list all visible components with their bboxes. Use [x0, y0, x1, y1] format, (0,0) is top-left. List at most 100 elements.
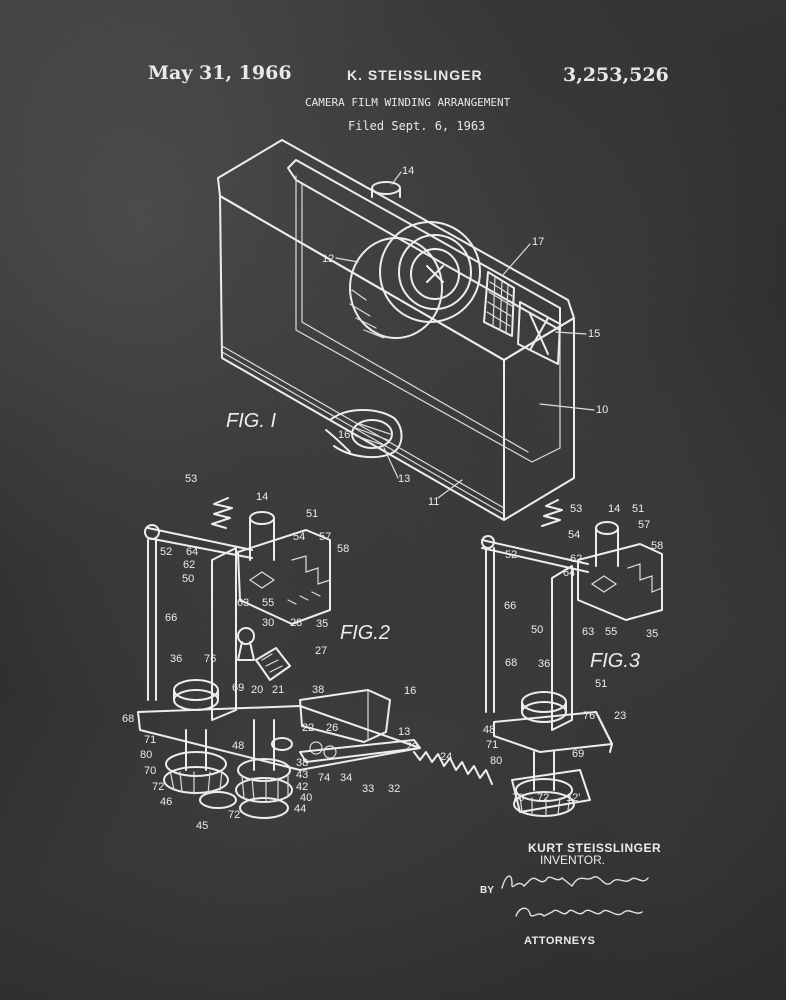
fig2-ref-28: 28 [290, 617, 302, 629]
patent-title: CAMERA FILM WINDING ARRANGEMENT [305, 96, 511, 109]
fig1-ref-10: 10 [596, 404, 608, 416]
attorneys-label: ATTORNEYS [524, 935, 595, 947]
signature-block: KURT STEISSLINGER INVENTOR. BY ATTORNEYS [480, 841, 661, 947]
fig2-ref-46: 46 [160, 796, 172, 808]
fig3-ref-80: 80 [490, 755, 502, 767]
filed-date: Filed Sept. 6, 1963 [348, 119, 486, 133]
fig1-ref-13: 13 [398, 473, 410, 485]
fig2-ref-32: 32 [388, 783, 400, 795]
inventor-header: K. STEISSLINGER [347, 67, 483, 83]
fig2-ref-26: 26 [326, 722, 338, 734]
inventor-label: INVENTOR. [540, 853, 605, 867]
fig2-ref-24: 24 [440, 751, 452, 763]
fig1-ref-14: 14 [402, 165, 414, 177]
fig3-ref-62: 62 [570, 553, 582, 565]
fig2-ref-66: 66 [165, 612, 177, 624]
fig2-ref-27: 27 [315, 645, 327, 657]
fig2-ref-51: 51 [306, 508, 318, 520]
fig3-ref-68: 68 [505, 657, 517, 669]
by-label: BY [480, 885, 494, 896]
fig2-ref-38: 38 [312, 684, 324, 696]
fig2-ref-36: 36 [170, 653, 182, 665]
fig2-ref-50: 50 [182, 573, 194, 585]
inventor-name: KURT STEISSLINGER [528, 841, 661, 855]
fig3-ref-48: 48 [483, 724, 495, 736]
fig2-ref-38b: 38 [296, 757, 308, 769]
fig1-label: FIG. I [226, 410, 276, 432]
fig3-ref-51b: 51 [595, 678, 607, 690]
fig2-ref-70: 70 [144, 765, 156, 777]
fig3-ref-55: 55 [605, 626, 617, 638]
fig3-ref-52: 52 [505, 549, 517, 561]
fig3-ref-14: 14 [608, 503, 620, 515]
fig2-ref-58: 58 [337, 543, 349, 555]
fig2-ref-69: 69 [232, 682, 244, 694]
fig2-ref-33: 33 [362, 783, 374, 795]
fig2-ref-74: 74 [318, 772, 330, 784]
signature-1 [501, 875, 649, 889]
fig2-ref-13: 13 [398, 726, 410, 738]
fig3-mechanism: FIG.3 53 14 51 57 52 54 62 64 58 66 50 6… [481, 499, 663, 817]
fig1-camera: FIG. I 14 12 17 15 10 16 13 11 [217, 139, 608, 521]
fig3-ref-58: 58 [651, 540, 663, 552]
fig3-ref-12p: 12' [566, 792, 580, 804]
fig2-ref-30: 30 [262, 617, 274, 629]
fig2-ref-76: 76 [204, 653, 216, 665]
signature-2 [515, 907, 643, 917]
patent-number: 3,253,526 [563, 64, 669, 86]
fig2-ref-48: 48 [232, 740, 244, 752]
fig2-ref-62: 62 [183, 559, 195, 571]
fig3-ref-36: 36 [538, 658, 550, 670]
fig1-ref-16: 16 [338, 429, 350, 441]
fig3-ref-23: 23 [614, 710, 626, 722]
fig2-ref-23: 23 [406, 741, 418, 753]
fig2-ref-14: 14 [256, 491, 268, 503]
fig3-ref-35: 35 [646, 628, 658, 640]
fig2-ref-68: 68 [122, 713, 134, 725]
fig2-ref-57: 57 [319, 531, 331, 543]
fig2-label: FIG.2 [340, 622, 390, 644]
fig1-ref-12: 12 [322, 253, 334, 265]
fig3-ref-69: 69 [572, 748, 584, 760]
fig2-ref-72: 72 [152, 781, 164, 793]
fig1-ref-15: 15 [588, 328, 600, 340]
fig2-ref-16: 16 [404, 685, 416, 697]
fig3-ref-66: 66 [504, 600, 516, 612]
fig3-ref-71: 71 [486, 739, 498, 751]
fig2-ref-54: 54 [293, 531, 305, 543]
fig3-ref-64: 64 [563, 567, 575, 579]
fig3-ref-63: 63 [582, 626, 594, 638]
fig2-ref-72p: 72' [228, 809, 242, 821]
fig3-ref-76: 76 [583, 710, 595, 722]
fig2-ref-64: 64 [186, 546, 198, 558]
fig2-ref-22: 22 [302, 722, 314, 734]
fig3-ref-70: 70 [512, 792, 524, 804]
fig2-mechanism: FIG.2 53 14 51 52 64 62 50 54 57 58 63 5… [122, 473, 493, 832]
fig3-label: FIG.3 [590, 650, 640, 672]
fig3-ref-72: 72 [537, 792, 549, 804]
fig2-ref-21: 21 [272, 684, 284, 696]
fig2-ref-55: 55 [262, 597, 274, 609]
fig2-ref-20: 20 [251, 684, 263, 696]
fig2-ref-63: 63 [237, 597, 249, 609]
fig2-ref-34: 34 [340, 772, 352, 784]
fig2-ref-80: 80 [140, 749, 152, 761]
fig3-ref-57: 57 [638, 519, 650, 531]
fig3-ref-54: 54 [568, 529, 580, 541]
fig3-ref-53: 53 [570, 503, 582, 515]
patent-date: May 31, 1966 [148, 62, 292, 84]
fig2-ref-45: 45 [196, 820, 208, 832]
fig2-ref-42: 42 [296, 781, 308, 793]
fig2-ref-35: 35 [316, 618, 328, 630]
fig2-ref-52: 52 [160, 546, 172, 558]
fig2-ref-71: 71 [144, 734, 156, 746]
fig3-ref-50: 50 [531, 624, 543, 636]
fig1-ref-11: 11 [428, 496, 439, 508]
fig2-ref-53: 53 [185, 473, 197, 485]
fig2-ref-40: 40 [300, 792, 312, 804]
fig1-ref-17: 17 [532, 236, 544, 248]
fig2-ref-44: 44 [294, 803, 306, 815]
fig2-ref-43: 43 [296, 769, 308, 781]
